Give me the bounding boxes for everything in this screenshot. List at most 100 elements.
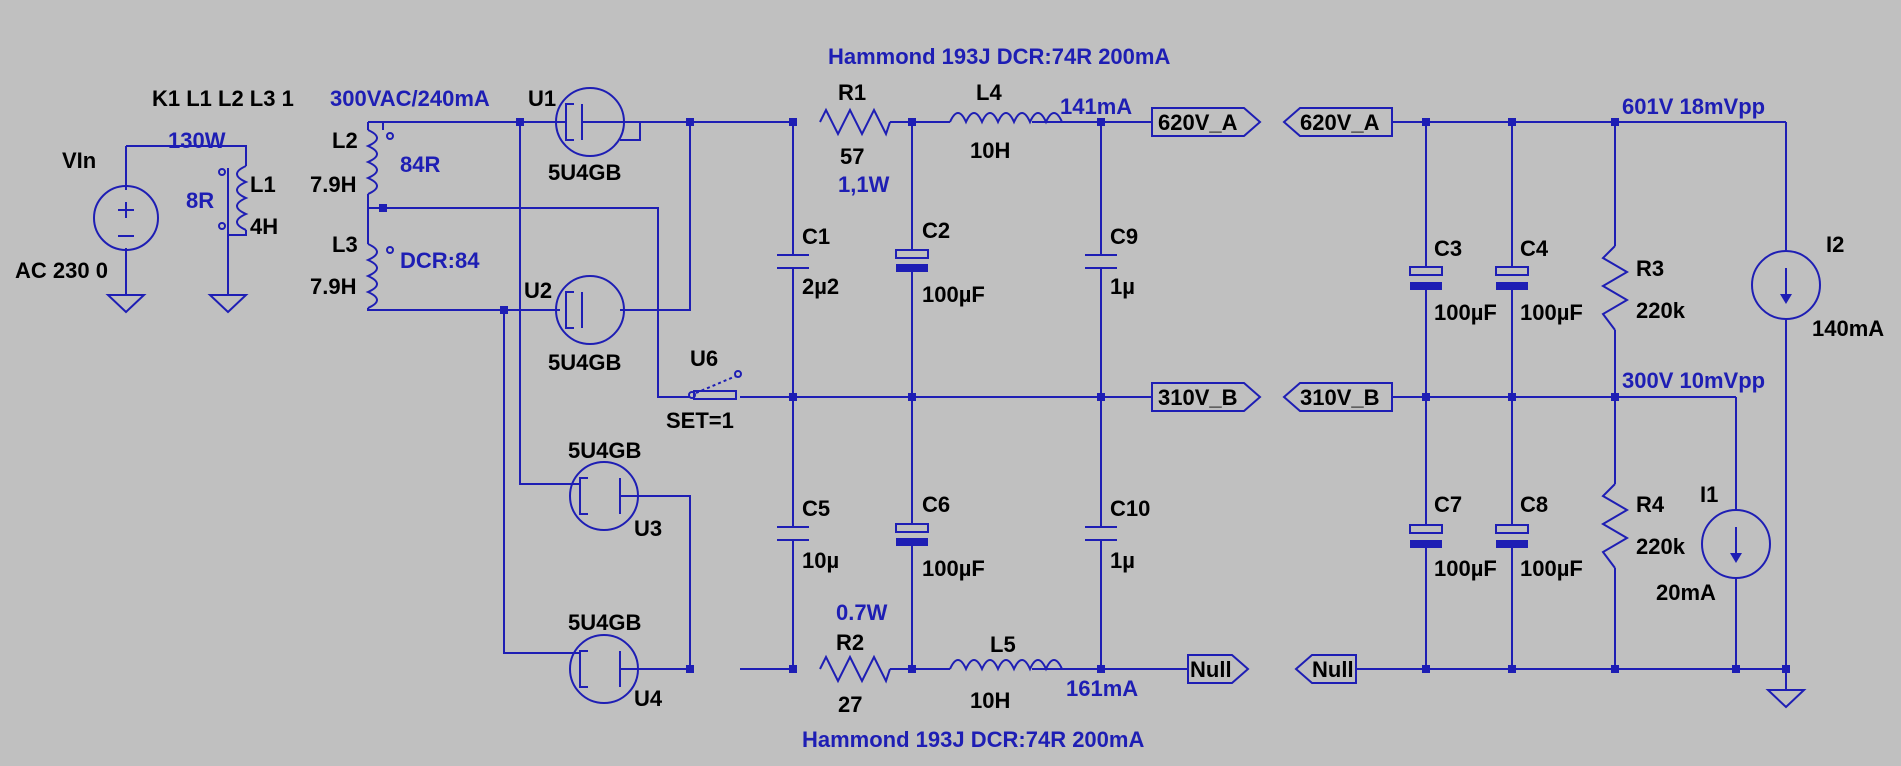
- l5-name: L5: [990, 632, 1016, 657]
- ground-icon: [105, 294, 147, 314]
- wires: [125, 121, 1787, 690]
- capacitor-c8: C8 100µF: [1495, 492, 1583, 581]
- c3-value: 100µF: [1434, 300, 1497, 325]
- r1-name: R1: [838, 80, 866, 105]
- u3-name: U3: [634, 516, 662, 541]
- u6-name: U6: [690, 346, 718, 371]
- l3-value: 7.9H: [310, 274, 356, 299]
- i2-name: I2: [1826, 232, 1844, 257]
- u4-value: 5U4GB: [568, 610, 641, 635]
- resistor-r1: R1 57 1,1W: [819, 80, 891, 197]
- capacitor-c1: C1 2µ2: [777, 224, 839, 299]
- net-flag-620-left: 620V_A: [1151, 107, 1262, 137]
- c6-name: C6: [922, 492, 950, 517]
- l4-value: 10H: [970, 138, 1010, 163]
- r3-value: 220k: [1636, 298, 1686, 323]
- c1-value: 2µ2: [802, 274, 839, 299]
- annotation-84r: 84R: [400, 152, 440, 177]
- annotation-hammond-bottom: Hammond 193J DCR:74R 200mA: [802, 727, 1144, 752]
- r3-name: R3: [1636, 256, 1664, 281]
- voltage-source-vin: VIn AC 230 0: [15, 146, 159, 283]
- net-310-right-text: 310V_B: [1300, 385, 1380, 410]
- annotation-r1-power: 1,1W: [838, 172, 890, 197]
- inductor-l5: L5 10H 161mA: [912, 632, 1138, 713]
- tube-u1: U1 5U4GB: [528, 86, 640, 185]
- c9-name: C9: [1110, 224, 1138, 249]
- c9-value: 1µ: [1110, 274, 1135, 299]
- l1-name: L1: [250, 172, 276, 197]
- net-flag-null-left: Null: [1187, 654, 1250, 684]
- c8-value: 100µF: [1520, 556, 1583, 581]
- annotation-601v: 601V 18mVpp: [1622, 94, 1765, 119]
- source-name: VIn: [62, 148, 96, 173]
- c1-name: C1: [802, 224, 830, 249]
- annotation-vac: 300VAC/240mA: [330, 86, 490, 111]
- c4-value: 100µF: [1520, 300, 1583, 325]
- junction-dots: [379, 118, 1790, 673]
- capacitor-c3: C3 100µF: [1409, 236, 1497, 325]
- annotation-r2-power: 0.7W: [836, 600, 888, 625]
- c6-value: 100µF: [922, 556, 985, 581]
- r4-value: 220k: [1636, 534, 1686, 559]
- annotation-dcr84: DCR:84: [400, 248, 480, 273]
- ground-symbols: [105, 294, 1807, 709]
- c10-name: C10: [1110, 496, 1150, 521]
- resistor-r4: R4 220k: [1601, 483, 1686, 569]
- resistor-r2: 0.7W R2 27: [819, 600, 891, 717]
- u1-value: 5U4GB: [548, 160, 621, 185]
- c5-name: C5: [802, 496, 830, 521]
- capacitor-c10: C10 1µ: [1085, 496, 1150, 573]
- ground-icon: [1765, 689, 1807, 709]
- ground-icon: [207, 294, 249, 314]
- r4-name: R4: [1636, 492, 1665, 517]
- capacitor-c7: C7 100µF: [1409, 492, 1497, 581]
- i1-name: I1: [1700, 482, 1718, 507]
- c8-name: C8: [1520, 492, 1548, 517]
- c2-name: C2: [922, 218, 950, 243]
- net-flag-null-right: Null: [1294, 654, 1392, 684]
- i2-value: 140mA: [1812, 316, 1884, 341]
- c7-name: C7: [1434, 492, 1462, 517]
- c4-name: C4: [1520, 236, 1549, 261]
- l2-name: L2: [332, 128, 358, 153]
- annotation-141ma: 141mA: [1060, 94, 1132, 119]
- tube-u3: 5U4GB U3: [568, 438, 662, 541]
- coupling-statement: K1 L1 L2 L3 1: [152, 86, 294, 111]
- l3-name: L3: [332, 232, 358, 257]
- resistor-r3: R3 220k: [1601, 245, 1686, 331]
- i1-value: 20mA: [1656, 580, 1716, 605]
- capacitor-c6: C6 100µF: [895, 492, 985, 581]
- inductor-l1: L1 4H 8R 130W: [168, 128, 278, 239]
- u4-name: U4: [634, 686, 663, 711]
- u2-value: 5U4GB: [548, 350, 621, 375]
- r2-name: R2: [836, 630, 864, 655]
- transformer-secondary: L2 7.9H L3 7.9H 84R DCR:84 300VAC/240mA …: [152, 86, 490, 311]
- annotation-300v: 300V 10mVpp: [1622, 368, 1765, 393]
- net-null-left-text: Null: [1190, 657, 1232, 682]
- u3-value: 5U4GB: [568, 438, 641, 463]
- inductor-l4: L4 10H 141mA: [912, 80, 1132, 163]
- l2-value: 7.9H: [310, 172, 356, 197]
- c2-value: 100µF: [922, 282, 985, 307]
- capacitor-c4: C4 100µF: [1495, 236, 1583, 325]
- u2-name: U2: [524, 278, 552, 303]
- u6-value: SET=1: [666, 408, 734, 433]
- current-source-i1: I1 20mA: [1656, 482, 1771, 605]
- c7-value: 100µF: [1434, 556, 1497, 581]
- capacitor-c5: C5 10µ: [777, 496, 839, 573]
- c5-value: 10µ: [802, 548, 839, 573]
- net-null-right-text: Null: [1312, 657, 1354, 682]
- current-source-i2: I2 140mA: [1751, 232, 1884, 341]
- net-flag-310-right: 310V_B: [1282, 382, 1393, 412]
- capacitor-c9: C9 1µ: [1085, 224, 1138, 299]
- annotation-130w: 130W: [168, 128, 226, 153]
- source-value: AC 230 0: [15, 258, 108, 283]
- r1-value: 57: [840, 144, 864, 169]
- c3-name: C3: [1434, 236, 1462, 261]
- annotation-hammond-top: Hammond 193J DCR:74R 200mA: [828, 44, 1170, 69]
- capacitor-c2: C2 100µF: [895, 218, 985, 307]
- tube-u2: U2 5U4GB: [524, 275, 625, 375]
- net-620-left-text: 620V_A: [1158, 110, 1238, 135]
- net-flag-310-left: 310V_B: [1151, 382, 1262, 412]
